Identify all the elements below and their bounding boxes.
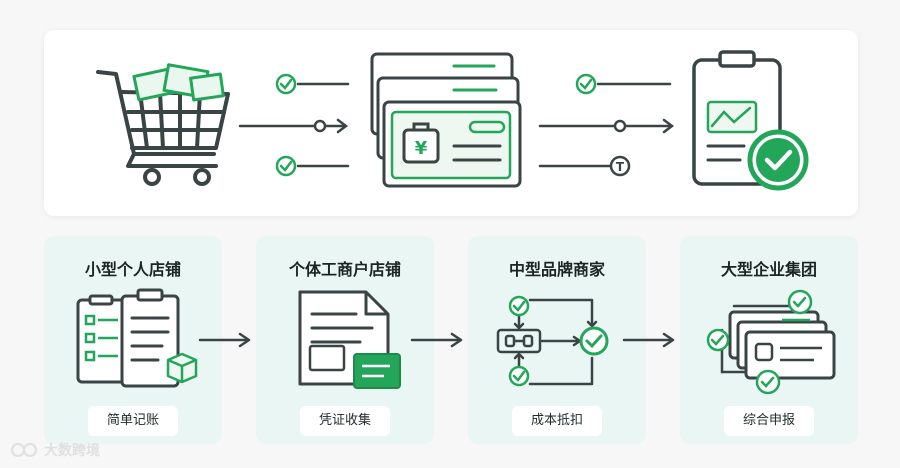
- card-title: 小型个人店铺: [84, 260, 181, 279]
- cash-in-cart-icon: [132, 63, 225, 102]
- card-individual-business-store: 个体工商户店铺 凭证收集: [256, 236, 434, 444]
- process-flow-icon: [496, 295, 609, 387]
- card-mid-brand-merchant: 中型品牌商家 成本: [468, 236, 646, 444]
- card-tag: 凭证收集: [300, 406, 390, 436]
- svg-text:T: T: [616, 160, 625, 174]
- tax-t-icon: T: [609, 155, 631, 177]
- card-tag: 综合申报: [724, 406, 814, 436]
- right-connectors: [538, 82, 675, 168]
- top-flow-panel: ¥ T: [44, 30, 858, 216]
- check-circle-icon: [579, 326, 609, 356]
- check-circle-icon: [508, 295, 530, 317]
- check-circle-icon: [575, 73, 597, 95]
- card-tag: 简单记账: [88, 406, 178, 436]
- card-tag: 成本抵扣: [512, 406, 602, 436]
- top-flow-diagram: ¥ T: [96, 50, 809, 191]
- arrow-right-icon: [622, 332, 675, 348]
- card-title: 个体工商户店铺: [288, 260, 401, 279]
- arrow-right-icon: [198, 332, 251, 348]
- card-small-personal-store: 小型个人店铺 简单记账: [44, 236, 222, 444]
- check-circle-icon: [706, 328, 730, 352]
- clipboard-list-icon: [76, 288, 198, 388]
- check-circle-icon: [787, 289, 813, 315]
- svg-text:¥: ¥: [415, 138, 428, 159]
- check-circle-icon: [755, 369, 781, 395]
- document-stack-icon: [298, 290, 401, 389]
- check-circle-icon: [275, 155, 297, 177]
- yuan-icon: ¥: [402, 122, 440, 164]
- left-connectors: [238, 82, 350, 168]
- connector-node: [613, 119, 627, 133]
- arrow-right-icon: [410, 332, 463, 348]
- id-cards-cycle-icon: [706, 289, 836, 395]
- check-circle-icon: [275, 73, 297, 95]
- check-circle-icon: [508, 365, 530, 387]
- card-title: 中型品牌商家: [508, 260, 605, 279]
- connector-node: [313, 119, 327, 133]
- approved-document-icon: [692, 50, 809, 191]
- card-title: 大型企业集团: [720, 260, 817, 279]
- watermark-logo-icon: [11, 443, 37, 457]
- card-large-enterprise-group: 大型企业集团 综合申报: [680, 236, 858, 444]
- watermark-text: 大数跨境: [44, 443, 100, 459]
- watermark: 大数跨境: [10, 440, 100, 460]
